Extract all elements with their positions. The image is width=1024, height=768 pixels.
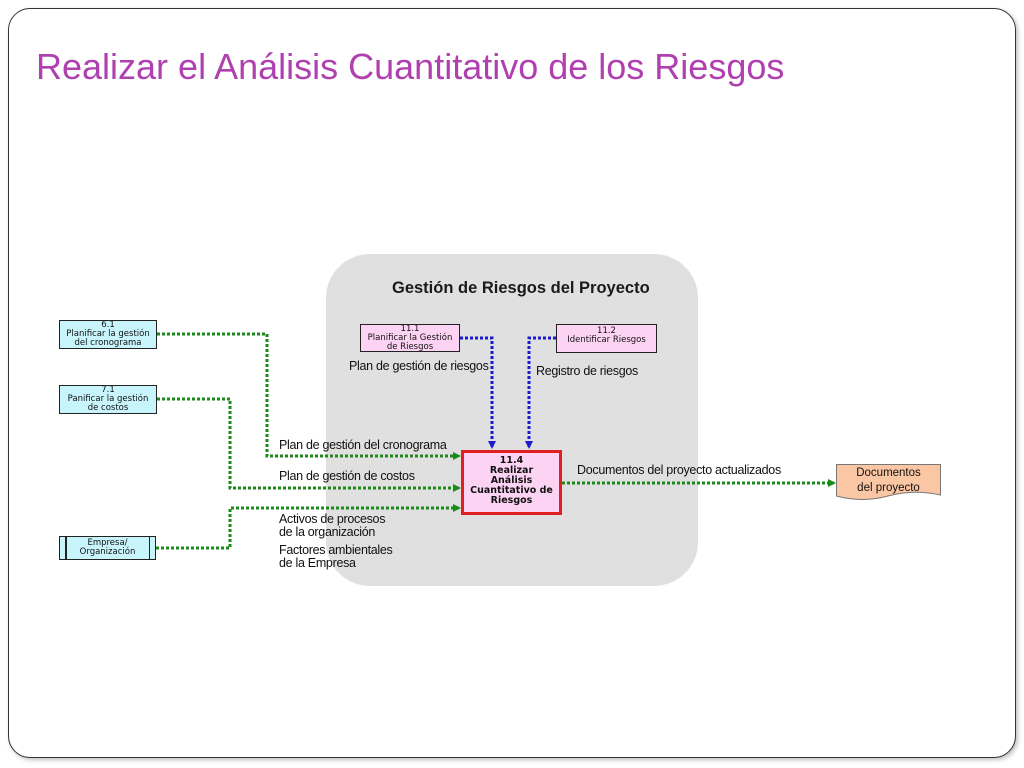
process-11-1-line2: Planificar la Gestión [367, 333, 453, 343]
label-risk-register: Registro de riesgos [536, 364, 638, 378]
input-cost-line2: Panificar la gestión [67, 394, 149, 404]
process-11-1-plan-risk-management: 11.1 Planificar la Gestión de Riesgos [360, 324, 460, 352]
slide-title: Realizar el Análisis Cuantitativo de los… [36, 46, 785, 87]
flow-risk-plan [460, 336, 496, 449]
process-11-2-number: 11.2 [597, 326, 616, 336]
label-cost-plan: Plan de gestión de costos [279, 469, 415, 483]
input-schedule-line2: Planificar la gestión [66, 329, 150, 339]
risk-management-panel [326, 254, 698, 586]
document-shape-icon [836, 464, 941, 500]
process-11-4-line5: Riesgos [490, 495, 533, 506]
input-cost-line3: de costos [87, 403, 129, 413]
input-cost-management: 7.1 Panificar la gestión de costos [59, 385, 157, 414]
output-doc-line2: del proyecto [857, 482, 920, 494]
process-11-1-line3: de Riesgos [386, 342, 434, 352]
process-11-4-line2: Realizar [489, 465, 534, 476]
input-enterprise-organization: Empresa/ Organización [59, 536, 156, 560]
label-process-assets-1: Activos de procesos [279, 512, 386, 526]
process-11-4-line4: Cuantitativo de [470, 485, 553, 496]
label-schedule-plan: Plan de gestión del cronograma [279, 438, 447, 452]
flow-risk-register [525, 336, 556, 449]
input-cost-number: 7.1 [101, 385, 115, 395]
input-enterprise-line2: Organización [79, 547, 136, 557]
flow-schedule-plan [157, 332, 461, 460]
label-risk-plan: Plan de gestión de riesgos [349, 359, 489, 373]
output-doc-line1: Documentos [856, 467, 921, 479]
input-schedule-line3: del cronograma [74, 338, 142, 348]
flow-cost-plan [157, 397, 461, 492]
process-11-4-quantitative-analysis: 11.4 Realizar Análisis Cuantitativo de R… [461, 450, 562, 515]
process-11-2-line2: Identificar Riesgos [567, 335, 646, 345]
process-11-4-number: 11.4 [499, 455, 524, 466]
label-documents-updated: Documentos del proyecto actualizados [577, 463, 781, 477]
input-enterprise-line1: Empresa/ [87, 538, 128, 548]
input-schedule-management: 6.1 Planificar la gestión del cronograma [59, 320, 157, 349]
process-11-2-identify-risks: 11.2 Identificar Riesgos [556, 324, 657, 353]
process-11-1-number: 11.1 [400, 324, 420, 334]
panel-title: Gestión de Riesgos del Proyecto [392, 279, 650, 297]
label-process-assets-2: de la organización [279, 525, 376, 539]
output-project-documents: Documentos del proyecto [836, 464, 941, 502]
input-schedule-number: 6.1 [101, 320, 115, 330]
process-11-4-line3: Análisis [490, 475, 533, 486]
flow-enterprise [156, 504, 461, 550]
label-env-factors-1: Factores ambientales [279, 543, 393, 557]
label-env-factors-2: de la Empresa [279, 556, 356, 570]
